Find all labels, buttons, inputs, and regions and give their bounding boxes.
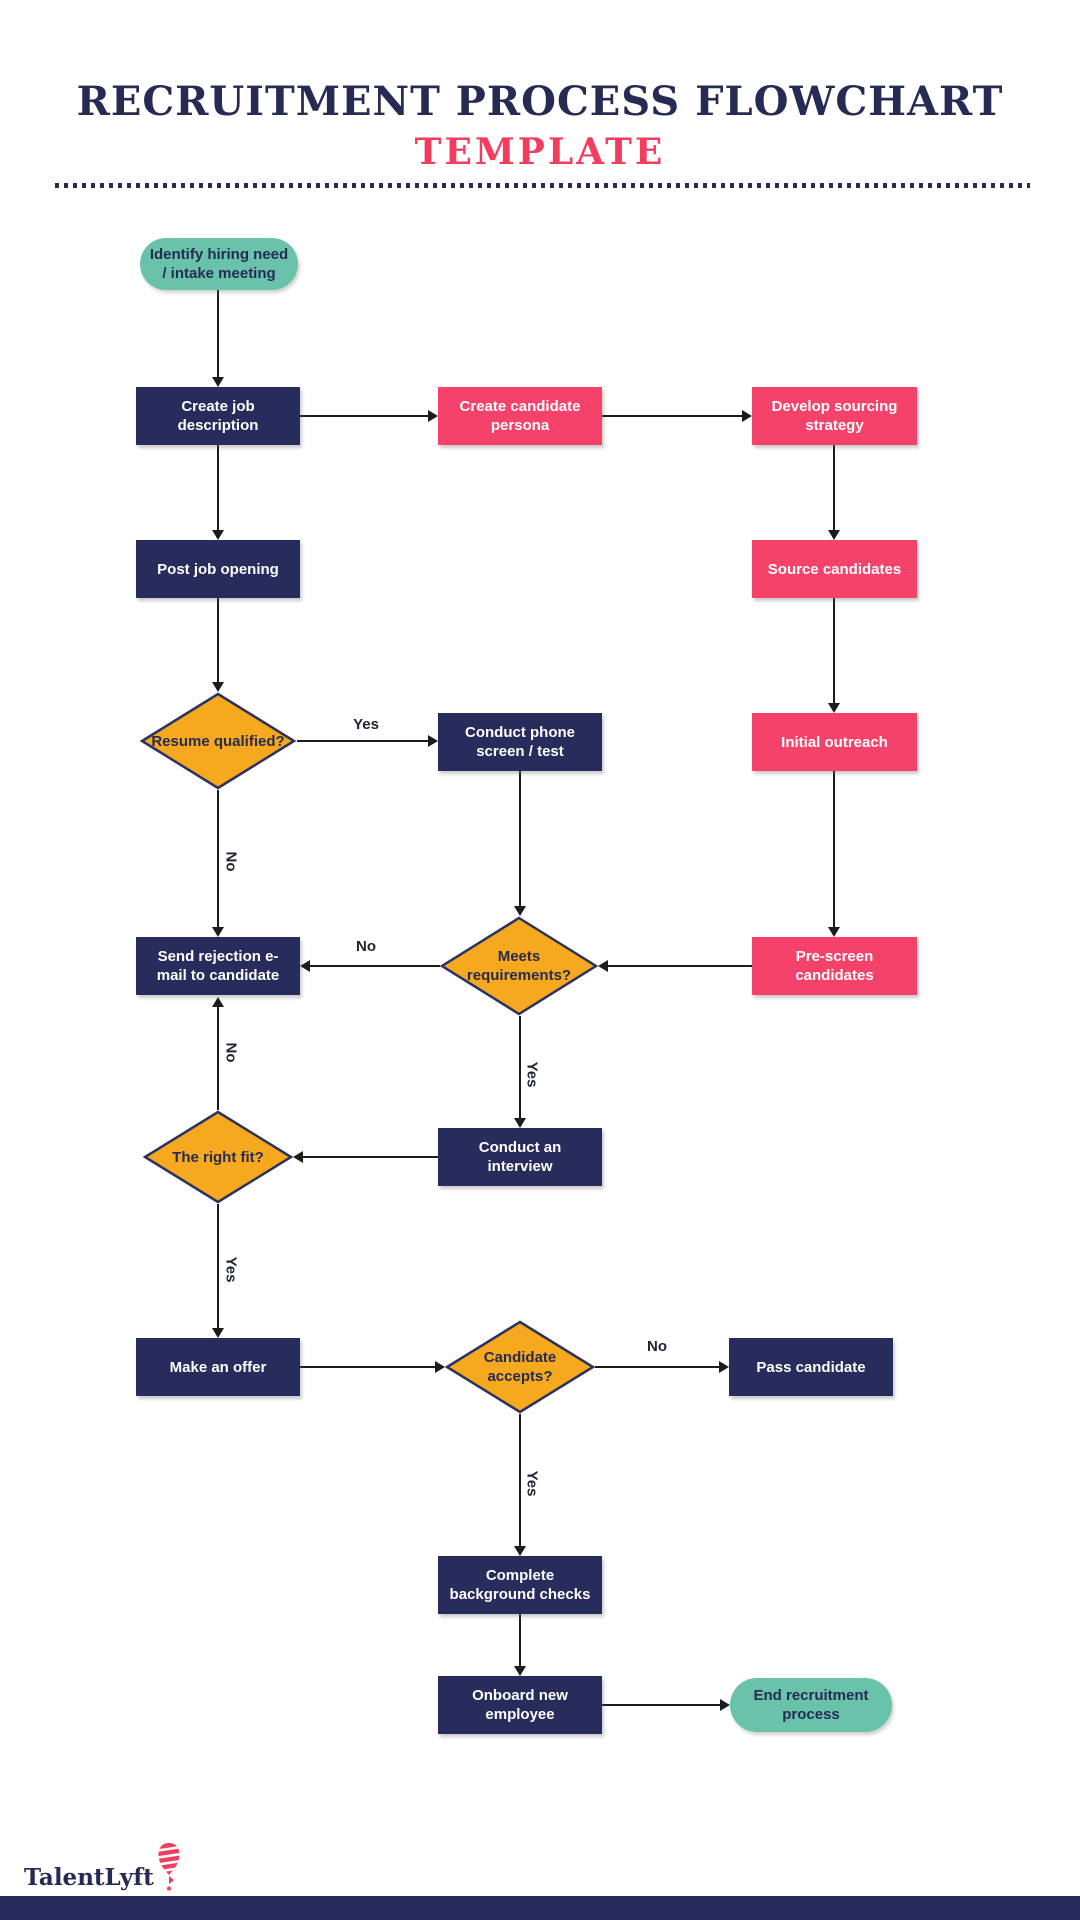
diamond-meets-requirements-shape: [440, 916, 598, 1016]
connector-strategy-source: [833, 445, 835, 530]
node-create-job-description: Create job description: [136, 387, 300, 445]
connector-onboard-end: [601, 1704, 720, 1706]
arrowhead-down-icon: [212, 682, 224, 692]
node-end-recruitment-process: End recruitment process: [730, 1678, 892, 1732]
connector-meets-interview: [519, 1016, 521, 1118]
connector-outreach-prescreen: [833, 771, 835, 927]
arrowhead-down-icon: [212, 1328, 224, 1338]
connector-createjob-persona: [299, 415, 428, 417]
arrowhead-right-icon: [720, 1699, 730, 1711]
connector-postjob-resumequalified: [217, 598, 219, 682]
node-onboard-new-employee: Onboard new employee: [438, 1676, 602, 1734]
connector-start-createjob: [217, 288, 219, 377]
diamond-right-fit-shape: [143, 1110, 293, 1204]
arrowhead-right-icon: [428, 735, 438, 747]
arrowhead-down-icon: [828, 927, 840, 937]
arrowhead-right-icon: [435, 1361, 445, 1373]
node-create-candidate-persona: Create candidate persona: [438, 387, 602, 445]
dotted-divider: [55, 183, 1030, 188]
connector-backgroundchecks-onboard: [519, 1614, 521, 1666]
arrowhead-left-icon: [300, 960, 310, 972]
edge-label-meets-no: No: [356, 938, 376, 955]
connector-phonescreen-meets: [519, 771, 521, 906]
connector-accepts-pass: [595, 1366, 719, 1368]
arrowhead-right-icon: [719, 1361, 729, 1373]
connector-prescreen-meets: [608, 965, 752, 967]
connector-source-outreach: [833, 598, 835, 703]
edge-label-fit-yes: Yes: [222, 1256, 240, 1283]
node-send-rejection-email: Send rejection e- mail to candidate: [136, 937, 300, 995]
brand-wordmark: TalentLyft: [24, 1864, 154, 1891]
edge-label-meets-yes: Yes: [523, 1061, 541, 1088]
page-title: RECRUITMENT PROCESS FLOWCHART: [76, 78, 1004, 125]
arrowhead-down-icon: [514, 1666, 526, 1676]
edge-label-accepts-yes: Yes: [523, 1470, 541, 1497]
node-the-right-fit: The right fit?: [172, 1148, 264, 1166]
edge-label-resume-yes: Yes: [353, 716, 379, 733]
arrowhead-right-icon: [742, 410, 752, 422]
edge-label-fit-no: No: [222, 1042, 240, 1063]
node-prescreen-candidates: Pre-screen candidates: [752, 937, 917, 995]
arrowhead-down-icon: [828, 530, 840, 540]
connector-rightfit-makeoffer: [217, 1204, 219, 1328]
arrowhead-down-icon: [212, 377, 224, 387]
diamond-resume-qualified-shape: [140, 692, 296, 790]
node-conduct-an-interview: Conduct an interview: [438, 1128, 602, 1186]
footer-bar: [0, 1896, 1080, 1920]
connector-resumequalified-phonescreen: [297, 740, 428, 742]
node-meets-requirements: Meets requirements?: [466, 948, 572, 984]
arrowhead-left-icon: [293, 1151, 303, 1163]
connector-meets-rejection: [310, 965, 440, 967]
node-source-candidates: Source candidates: [752, 540, 917, 598]
arrowhead-down-icon: [212, 927, 224, 937]
connector-accepts-backgroundchecks: [519, 1414, 521, 1546]
arrowhead-down-icon: [514, 906, 526, 916]
diamond-candidate-accepts-shape: [445, 1320, 595, 1414]
node-make-an-offer: Make an offer: [136, 1338, 300, 1396]
arrowhead-down-icon: [514, 1546, 526, 1556]
node-post-job-opening: Post job opening: [136, 540, 300, 598]
arrowhead-down-icon: [828, 703, 840, 713]
node-develop-sourcing-strategy: Develop sourcing strategy: [752, 387, 917, 445]
node-conduct-phone-screen: Conduct phone screen / test: [438, 713, 602, 771]
node-pass-candidate: Pass candidate: [729, 1338, 893, 1396]
arrowhead-up-icon: [212, 997, 224, 1007]
connector-rightfit-rejection: [217, 1007, 219, 1110]
balloon-icon: [158, 1843, 180, 1891]
node-start-identify-hiring-need: Identify hiring need / intake meeting: [140, 238, 298, 290]
arrowhead-down-icon: [514, 1118, 526, 1128]
node-initial-outreach: Initial outreach: [752, 713, 917, 771]
node-complete-background-checks: Complete background checks: [438, 1556, 602, 1614]
node-candidate-accepts: Candidate accepts?: [483, 1349, 557, 1385]
connector-makeoffer-accepts: [299, 1366, 435, 1368]
edge-label-resume-no: No: [222, 851, 240, 872]
arrowhead-down-icon: [212, 530, 224, 540]
connector-interview-rightfit: [303, 1156, 438, 1158]
page-subtitle: TEMPLATE: [414, 131, 666, 173]
arrowhead-right-icon: [428, 410, 438, 422]
edge-label-accepts-no: No: [647, 1338, 667, 1355]
arrowhead-left-icon: [598, 960, 608, 972]
node-resume-qualified: Resume qualified?: [151, 732, 285, 750]
connector-createjob-postjob: [217, 445, 219, 530]
connector-resumequalified-rejection: [217, 790, 219, 927]
connector-persona-strategy: [601, 415, 742, 417]
